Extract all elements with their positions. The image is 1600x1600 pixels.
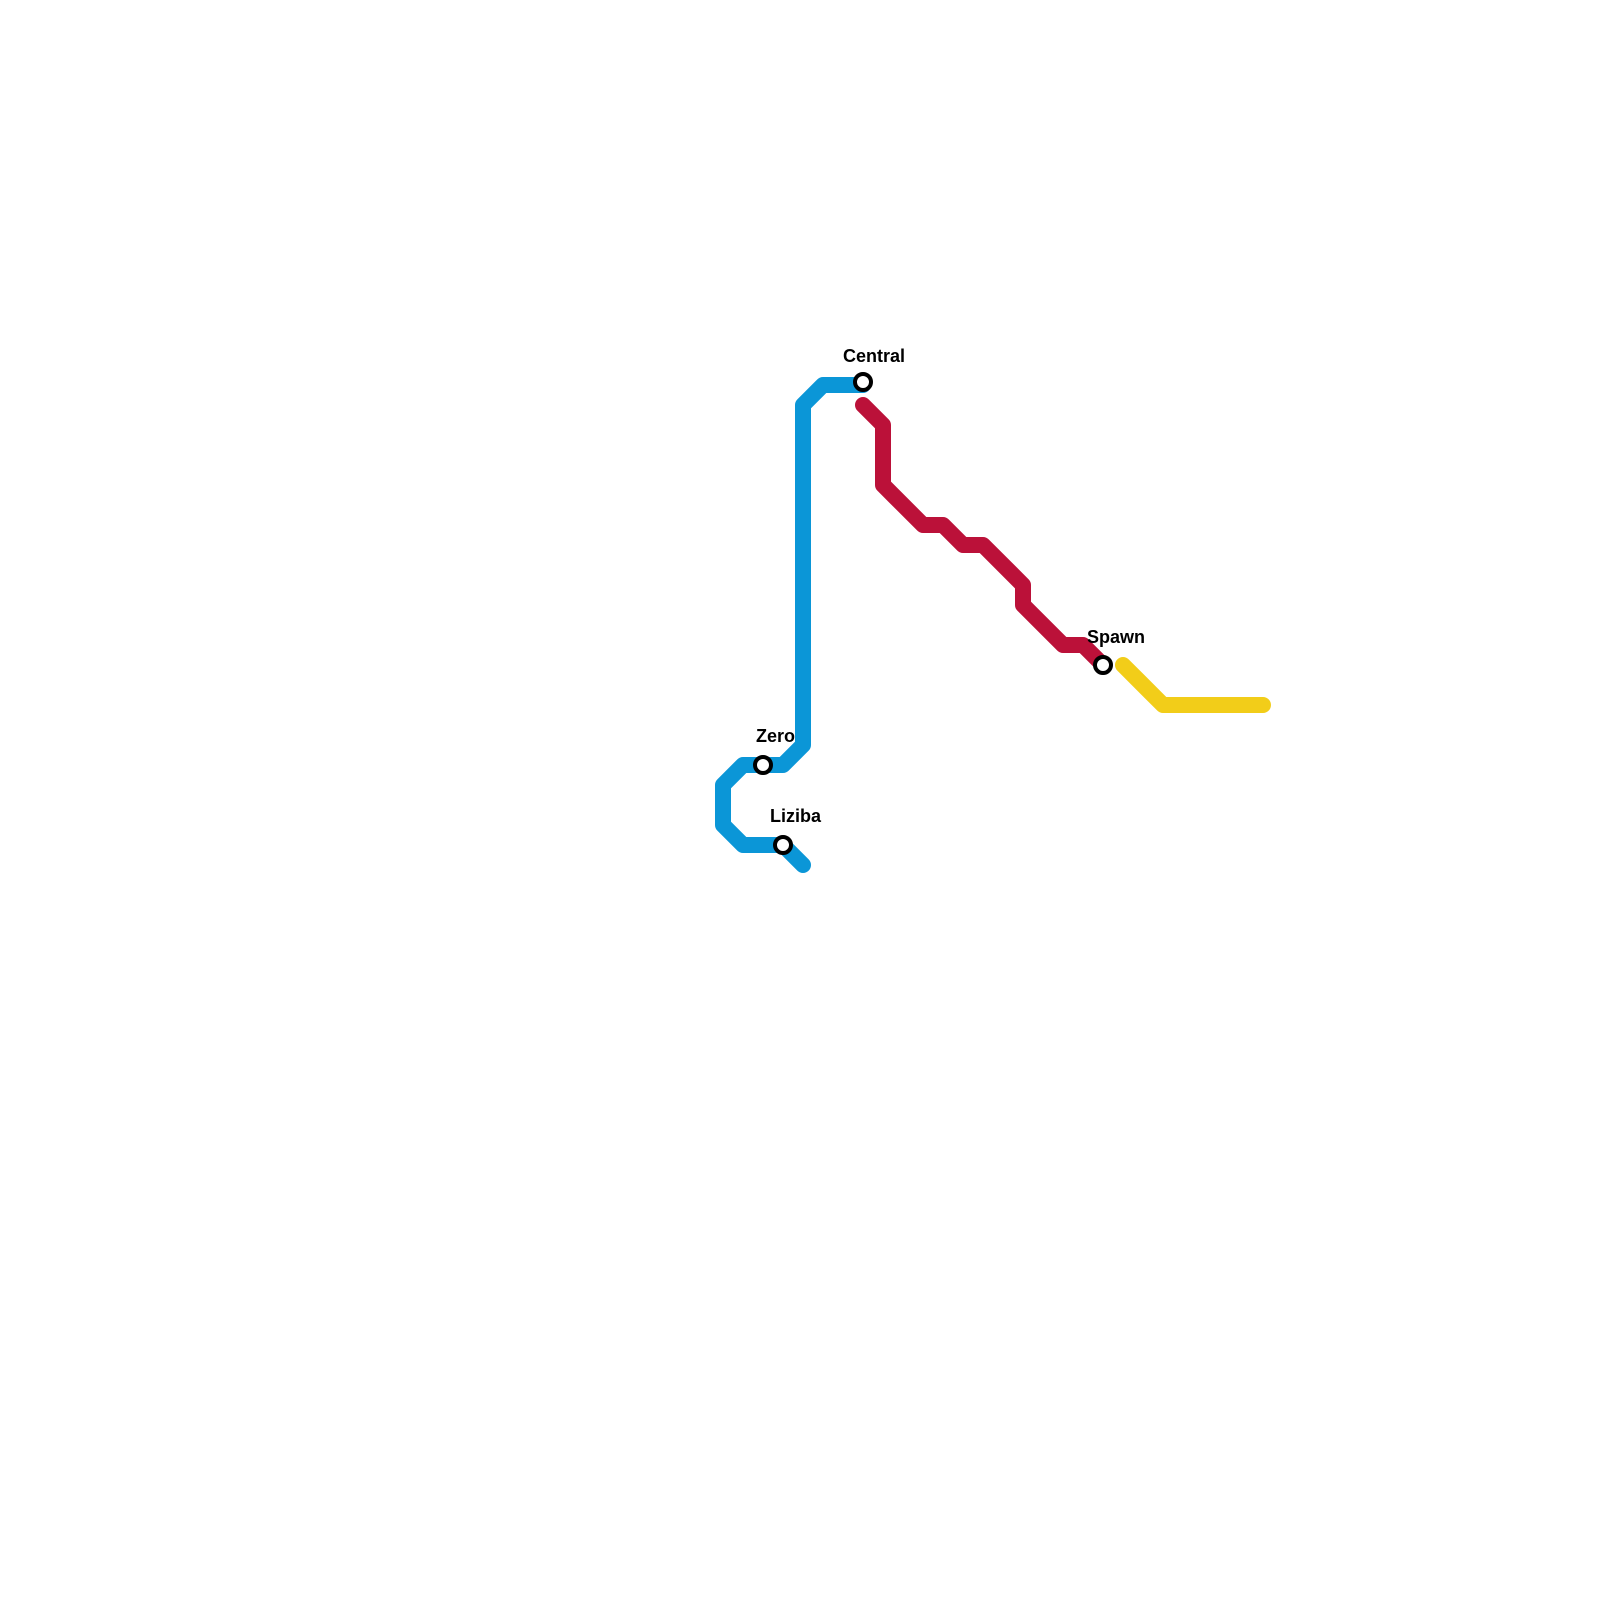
station-marker[interactable] — [753, 755, 773, 775]
station-spawn[interactable]: Spawn — [1087, 627, 1145, 675]
blue-line[interactable] — [715, 377, 871, 873]
station-liziba[interactable]: Liziba — [770, 806, 822, 855]
red-line[interactable] — [855, 397, 1111, 673]
station-label: Zero — [756, 726, 795, 746]
station-central[interactable]: Central — [843, 346, 905, 392]
station-marker[interactable] — [773, 835, 793, 855]
station-marker[interactable] — [853, 372, 873, 392]
station-zero[interactable]: Zero — [753, 726, 795, 775]
station-label: Liziba — [770, 806, 822, 826]
station-label: Central — [843, 346, 905, 366]
station-label: Spawn — [1087, 627, 1145, 647]
station-marker[interactable] — [1093, 655, 1113, 675]
yellow-line[interactable] — [1115, 657, 1271, 713]
